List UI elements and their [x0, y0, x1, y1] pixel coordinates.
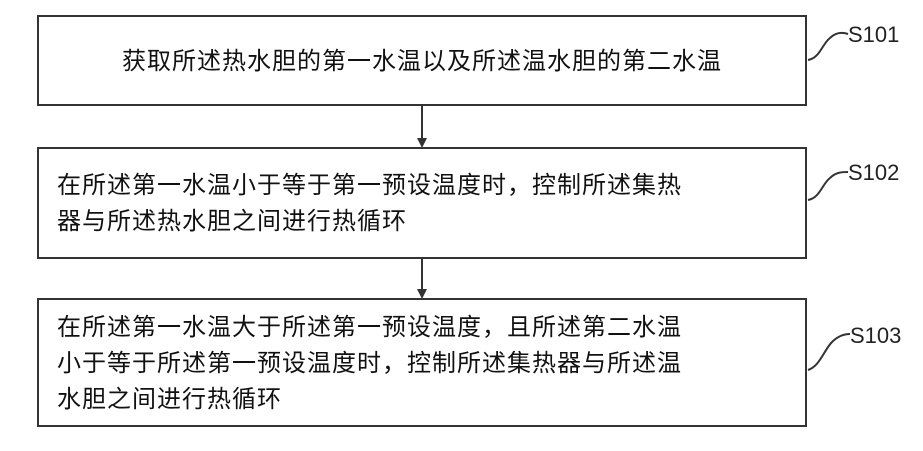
leader-line-s102	[808, 172, 848, 200]
step-box-s102: 在所述第一水温小于等于第一预设温度时，控制所述集热 器与所述热水胆之间进行热循环	[37, 147, 807, 259]
leader-line-s103	[808, 334, 850, 370]
step-text-s103: 在所述第一水温大于所述第一预设温度，且所述第二水温 小于等于所述第一预设温度时，…	[57, 309, 787, 417]
leader-line-s101	[808, 33, 848, 60]
step-label-s101: S101	[848, 22, 899, 48]
step-label-s102: S102	[848, 160, 899, 186]
step-box-s103: 在所述第一水温大于所述第一预设温度，且所述第二水温 小于等于所述第一预设温度时，…	[37, 298, 807, 427]
step-label-s103: S103	[850, 323, 901, 349]
step-text-s101: 获取所述热水胆的第一水温以及所述温水胆的第二水温	[122, 43, 722, 79]
step-text-s102: 在所述第一水温小于等于第一预设温度时，控制所述集热 器与所述热水胆之间进行热循环	[57, 167, 787, 239]
step-box-s101: 获取所述热水胆的第一水温以及所述温水胆的第二水温	[37, 15, 807, 106]
